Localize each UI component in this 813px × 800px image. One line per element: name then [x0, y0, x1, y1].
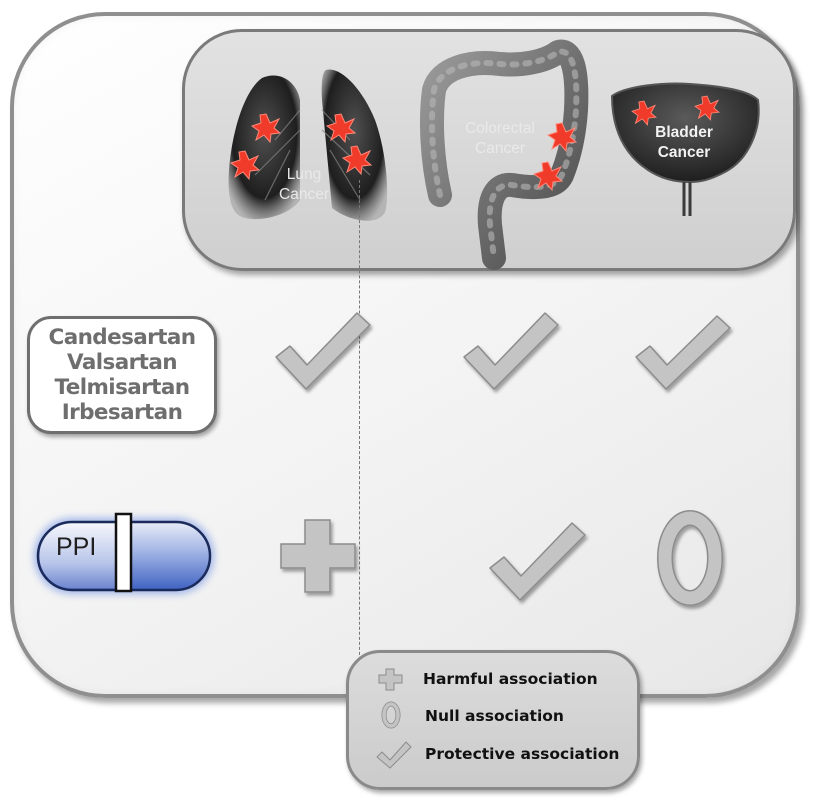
colorectal-label-line2: Cancer [475, 140, 525, 157]
colorectal-label-line1: Colorectal [465, 120, 535, 137]
legend-null-label: Null association [425, 707, 564, 725]
tumor-icon [631, 100, 657, 126]
tumor-icon [341, 145, 373, 176]
drug-name: Valsartan [67, 350, 178, 375]
tumor-icon [546, 122, 578, 153]
bladder-label-line1: Bladder [655, 124, 713, 141]
arb-drug-list: Candesartan Valsartan Telmisartan Irbesa… [27, 316, 217, 434]
legend-check-icon [376, 741, 412, 769]
pill-divider [114, 512, 133, 593]
tumor-markers [229, 95, 720, 192]
lung-label-line1: Lung [286, 166, 322, 183]
right-lung-shape [321, 69, 388, 221]
ppi-label: PPI [56, 533, 97, 561]
ppi-lung-plus-icon [280, 519, 356, 593]
pill-left-half [39, 523, 117, 589]
ppi-colorectal-check-icon [489, 522, 586, 601]
left-lung-shape [228, 75, 300, 220]
lung-cancer-label: Lung Cancer [270, 165, 338, 205]
arb-bladder-check-icon [635, 315, 731, 390]
legend-zero-icon [381, 701, 401, 729]
separator-dashed-line [359, 180, 360, 685]
legend-harmful-label: Harmful association [423, 670, 598, 688]
drug-name: Irbesartan [61, 400, 183, 425]
ppi-pill [34, 512, 214, 594]
lung-illustration [228, 69, 388, 221]
colon-illustration [420, 39, 589, 270]
tumor-icon [229, 150, 261, 181]
legend-protective-label: Protective association [425, 745, 620, 763]
lung-label-line2: Cancer [279, 186, 329, 203]
drug-name: Telmisartan [54, 375, 191, 400]
bladder-cancer-label: Bladder Cancer [642, 123, 726, 163]
legend-plus-icon [378, 668, 403, 691]
bladder-label-line2: Cancer [657, 144, 711, 161]
tumor-icon [325, 113, 357, 144]
colorectal-cancer-label: Colorectal Cancer [450, 119, 550, 159]
urethra-shape [682, 182, 692, 216]
colon-texture [429, 48, 580, 261]
tumor-icon [694, 95, 720, 121]
tumor-icon [532, 161, 564, 192]
arb-lung-check-icon [275, 312, 371, 390]
ppi-bladder-zero-icon [657, 510, 723, 606]
arb-colorectal-check-icon [463, 312, 559, 390]
drug-name: Candesartan [48, 325, 197, 350]
tumor-icon [250, 113, 282, 144]
